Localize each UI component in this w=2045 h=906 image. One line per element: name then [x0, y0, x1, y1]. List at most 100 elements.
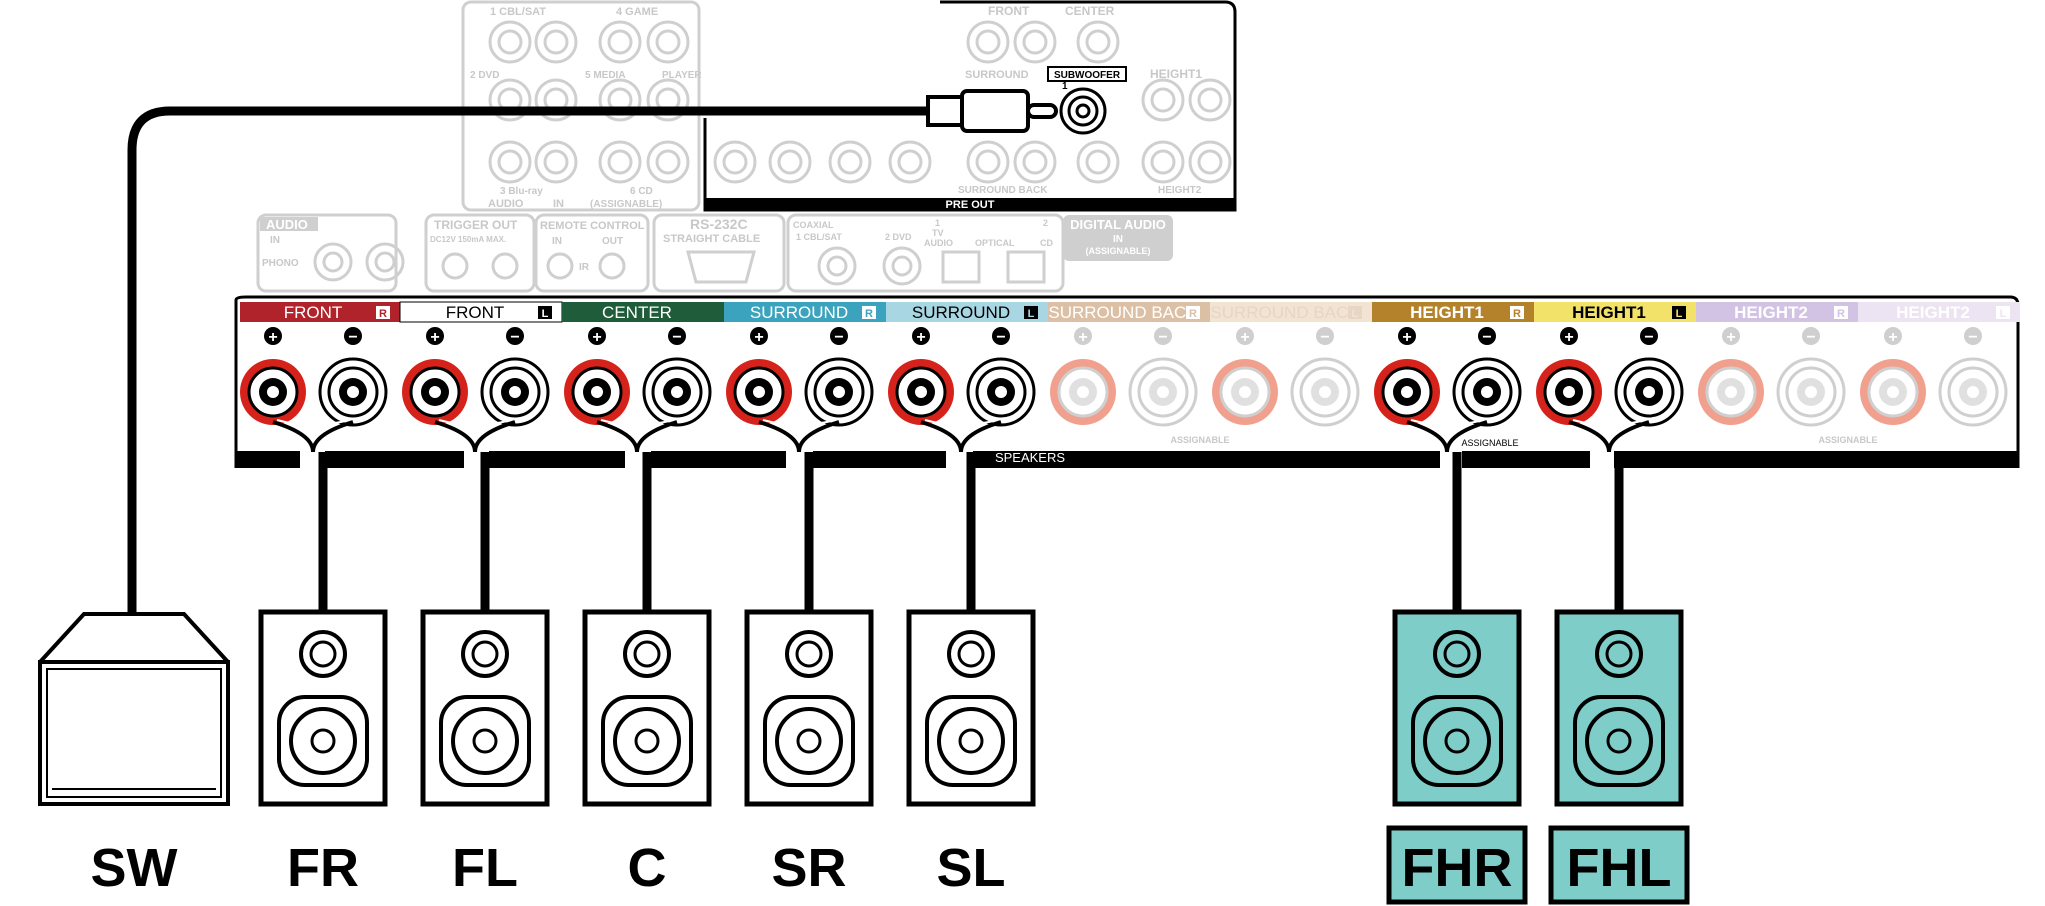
- preout-label-surround: SURROUND: [965, 69, 1029, 81]
- preout-label-height2: HEIGHT2: [1158, 185, 1202, 196]
- terminal-side-label: L: [2000, 308, 2007, 320]
- terminal-header-label: SURROUND BACK: [1210, 303, 1360, 322]
- preout-block: [703, 0, 1237, 212]
- terminal-header-label: CENTER: [602, 303, 672, 322]
- polarity-sign: +: [430, 329, 439, 346]
- terminal-header-label: SURROUND BACK: [1048, 303, 1198, 322]
- preout-jack: [1013, 140, 1057, 184]
- digital-assignable-label: (ASSIGNABLE): [1086, 246, 1151, 256]
- terminal-header-label: SURROUND: [750, 303, 848, 322]
- polarity-icon: [1722, 327, 1740, 345]
- rs232c-label: RS-232C: [690, 216, 748, 232]
- terminal-side-badge: [1348, 306, 1362, 319]
- label-fr: FR: [287, 838, 359, 898]
- preout-bar: [705, 198, 1235, 210]
- polarity-sign: −: [834, 329, 843, 346]
- polarity-icon: [912, 327, 930, 345]
- preout-label-subwoofer: SUBWOOFER: [1054, 70, 1121, 81]
- rs232c-cable-label: STRAIGHT CABLE: [663, 233, 760, 245]
- audio-in-jack: [488, 20, 532, 64]
- polarity-icon: [830, 327, 848, 345]
- audio-in-jack: [598, 140, 642, 184]
- preout-jacks: [713, 20, 1232, 184]
- remote-block: [534, 213, 650, 293]
- preout-jack: [1141, 78, 1185, 122]
- preout-jack: [713, 140, 757, 184]
- preout-jack: [1188, 140, 1232, 184]
- polarity-sign: −: [1320, 329, 1329, 346]
- wire-loop: [920, 420, 1002, 453]
- polarity-icon: [426, 327, 444, 345]
- subwoofer-label-box: [1047, 66, 1127, 82]
- speakers-bar-segment: [1614, 451, 2018, 468]
- audio-in-jack: [598, 20, 642, 64]
- terminal-side-label: R: [1189, 308, 1197, 320]
- terminal-side-label: L: [1676, 308, 1683, 320]
- label-sw: SW: [91, 838, 178, 898]
- speakers-bar-segment: [325, 451, 464, 468]
- polarity-icon: [506, 327, 524, 345]
- audio-in-jack: [488, 140, 532, 184]
- preout-jack: [966, 140, 1010, 184]
- speaker-wires: [127, 106, 1624, 612]
- speakers-bar-segment: [1462, 451, 1590, 468]
- speaker-sr: [744, 609, 874, 807]
- preout-jack: [1076, 20, 1120, 64]
- preout-jack: [1076, 140, 1120, 184]
- terminal-side-label: R: [379, 308, 387, 320]
- audio-in-jack: [534, 78, 578, 122]
- polarity-icon: [1398, 327, 1416, 345]
- label-fl: FL: [452, 838, 518, 898]
- audio-in-label-in: IN: [553, 198, 564, 210]
- phono-block: [256, 213, 398, 293]
- preout-label-height1: HEIGHT1: [1150, 67, 1202, 81]
- terminal-header-label: HEIGHT2: [1734, 303, 1808, 322]
- polarity-sign: −: [510, 329, 519, 346]
- speaker-fhl: [1554, 609, 1684, 807]
- terminal-header-bg: [1372, 302, 1534, 322]
- terminal-header-label: FRONT: [446, 303, 505, 322]
- label-c: C: [628, 838, 667, 898]
- preout-jack: [1013, 20, 1057, 64]
- wire-loop: [434, 420, 516, 453]
- speakers-bar-segment: [236, 451, 300, 468]
- digital-in-label: IN: [1113, 234, 1123, 245]
- polarity-sign: −: [1644, 329, 1653, 346]
- polarity-sign: −: [1806, 329, 1815, 346]
- subwoofer-cable: [127, 106, 928, 612]
- preout-jack: [1188, 78, 1232, 122]
- polarity-icon: [750, 327, 768, 345]
- terminal-side-label: R: [1513, 308, 1521, 320]
- terminal-side-badge: [1996, 306, 2010, 319]
- terminal-header-bg: [1696, 302, 1858, 322]
- wire-loop: [758, 420, 840, 453]
- speaker-fr: [258, 609, 388, 807]
- phono-block-in: IN: [270, 235, 280, 246]
- terminal-header-bg: [562, 302, 724, 322]
- audio-in-label-audio: AUDIO: [488, 198, 524, 210]
- polarity-icon: [1884, 327, 1902, 345]
- optical-tv-label: TV: [932, 228, 944, 238]
- polarity-icon: [1316, 327, 1334, 345]
- speakers-bar-segment: [489, 451, 625, 468]
- preout-label-surround-back: SURROUND BACK: [958, 185, 1048, 196]
- label-sl: SL: [936, 838, 1005, 898]
- wire-loop: [272, 420, 354, 453]
- polarity-sign: −: [1158, 329, 1167, 346]
- remote-ir-label: IR: [579, 262, 590, 273]
- audio-in-jack: [646, 78, 690, 122]
- audio-in-label-player: PLAYER: [662, 70, 702, 81]
- speaker-fhr: [1392, 609, 1522, 807]
- terminal-side-badge: [1834, 306, 1848, 319]
- audio-in-jack: [646, 20, 690, 64]
- terminal-header-label: HEIGHT1: [1572, 303, 1646, 322]
- terminal-header-bg: [1534, 302, 1696, 322]
- speaker-c: [582, 609, 712, 807]
- polarity-icon: [344, 327, 362, 345]
- terminal-side-badge: [1024, 306, 1038, 319]
- polarity-icon: [668, 327, 686, 345]
- polarity-sign: +: [592, 329, 601, 346]
- audio-in-jack: [488, 78, 532, 122]
- polarity-sign: −: [1968, 329, 1977, 346]
- polarity-icon: [1478, 327, 1496, 345]
